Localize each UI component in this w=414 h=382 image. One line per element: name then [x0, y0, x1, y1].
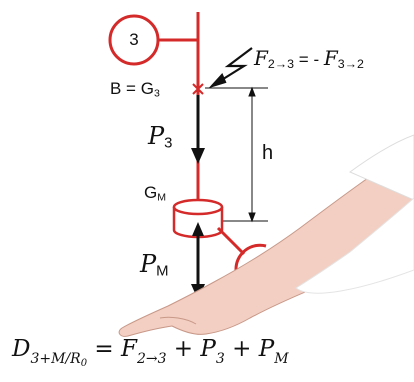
solid-2-circle	[234, 243, 267, 271]
height-label: h	[262, 142, 274, 164]
force-rhs-symbol: F	[323, 46, 338, 70]
eq-equals: =	[87, 336, 121, 362]
point-b-label: B = G3	[110, 80, 160, 99]
force-label: F2→3 = - F3→2	[254, 48, 364, 71]
mass-m-cylinder	[172, 198, 224, 239]
weight-3-arrow	[191, 95, 205, 164]
eq-t2-symbol: P	[200, 336, 216, 362]
center-m-text: G	[144, 183, 158, 202]
eq-t2-sub: 3	[215, 351, 225, 367]
point-b-sub: 3	[153, 87, 160, 100]
eq-plus-2: +	[224, 336, 259, 362]
force-equals: = -	[294, 50, 324, 69]
eq-lhs-sub-text: 3+M/R	[30, 351, 81, 367]
equation: D3+M/R0 = F2→3 + P3 + PM	[12, 336, 289, 369]
center-m-sub: M	[157, 191, 167, 204]
solid-3-label: 3	[129, 30, 139, 49]
eq-lhs-symbol: D	[12, 336, 31, 362]
eq-plus-1: +	[166, 336, 201, 362]
center-m-label: GM	[144, 184, 166, 203]
eq-t1-symbol: F	[120, 336, 137, 362]
solid-2-link	[216, 226, 246, 256]
weight-m-label: PM	[140, 252, 169, 280]
eq-t1-sub: 2→3	[136, 351, 167, 367]
weight-3-label: P3	[148, 124, 172, 152]
lightning-bolt-icon	[208, 47, 253, 89]
eq-lhs-sub-sub: 0	[80, 358, 88, 369]
eq-t3-symbol: P	[258, 336, 275, 362]
force-lhs-symbol: F	[254, 46, 268, 70]
weight-m-sub: M	[156, 263, 169, 280]
weight-m-symbol: P	[140, 250, 157, 278]
weight-3-symbol: P	[148, 122, 165, 150]
hand-pointer	[118, 134, 414, 337]
force-rhs-sub: 3→2	[337, 57, 364, 72]
point-b-text: B = G	[110, 79, 154, 98]
point-b-marker	[192, 83, 204, 95]
force-lhs-sub: 2→3	[267, 57, 295, 72]
eq-t3-sub: M	[274, 351, 289, 367]
eq-lhs-sub: 3+M/R0	[30, 351, 88, 369]
height-dimension	[205, 86, 268, 223]
weight-3-sub: 3	[164, 135, 173, 152]
